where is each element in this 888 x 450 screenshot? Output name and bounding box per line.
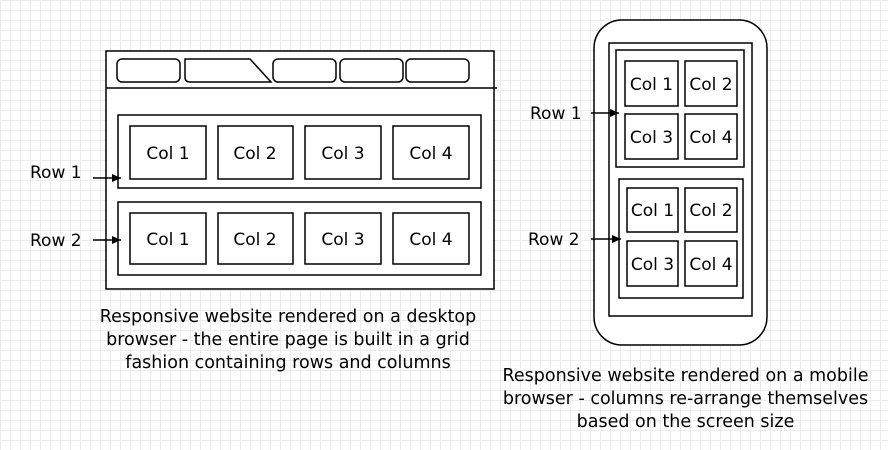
mobile-row-2-col-3 xyxy=(626,240,679,287)
mobile-row-1-label: Row 1 xyxy=(530,104,582,124)
mobile-row-2-col-2-label: Col 2 xyxy=(689,201,732,221)
mobile-row-1-col-2 xyxy=(684,60,738,107)
desktop-row-2-col-3-label: Col 3 xyxy=(321,230,364,250)
mobile-row-2-col-4-label: Col 4 xyxy=(689,255,732,275)
desktop-row-1-col-3 xyxy=(304,125,382,180)
mobile-row-2-label: Row 2 xyxy=(528,230,580,250)
mobile-row-1-col-1 xyxy=(624,60,679,107)
browser-address-bar xyxy=(184,58,273,83)
mobile-row-2-col-1 xyxy=(626,187,679,233)
desktop-row-1-label: Row 1 xyxy=(30,163,82,183)
desktop-row-2-col-1 xyxy=(129,212,207,265)
desktop-browser: Col 1 Col 2 Col 3 Col 4 Col 1 Col 2 Col … xyxy=(30,50,497,290)
mobile-row-2-col-3-label: Col 3 xyxy=(631,255,674,275)
desktop-row-1-col-4 xyxy=(392,125,470,180)
browser-tab xyxy=(272,58,337,83)
desktop-row-2-label: Row 2 xyxy=(30,231,82,251)
desktop-row-2-col-2-label: Col 2 xyxy=(233,230,276,250)
mobile-row-2-col-1-label: Col 1 xyxy=(631,201,674,221)
desktop-row-1-col-2 xyxy=(217,125,294,180)
desktop-row-2-col-1-label: Col 1 xyxy=(146,230,189,250)
desktop-row-1-col-2-label: Col 2 xyxy=(233,144,276,164)
mobile-caption: Responsive website rendered on a mobile … xyxy=(502,366,869,432)
mobile-row-2-col-2 xyxy=(684,187,738,233)
mobile-row-1-col-3 xyxy=(624,113,679,160)
browser-tab xyxy=(339,58,404,83)
desktop-row-2-col-4-label: Col 4 xyxy=(409,230,452,250)
mobile-row-1-col-3-label: Col 3 xyxy=(630,128,673,148)
mobile-row-1-col-2-label: Col 2 xyxy=(689,75,732,95)
desktop-row-1-col-4-label: Col 4 xyxy=(409,144,452,164)
desktop-row-2-col-4 xyxy=(392,212,470,265)
desktop-caption: Responsive website rendered on a desktop… xyxy=(99,307,477,373)
desktop-row-1-col-1 xyxy=(129,125,207,180)
desktop-row-2-col-3 xyxy=(304,212,382,265)
browser-tab xyxy=(116,58,181,83)
desktop-row-1-col-1-label: Col 1 xyxy=(146,144,189,164)
desktop-row-1-col-3-label: Col 3 xyxy=(321,144,364,164)
mobile-row-1-col-4-label: Col 4 xyxy=(689,128,732,148)
browser-tab xyxy=(405,58,470,83)
mobile-phone: Col 1 Col 2 Col 3 Col 4 Col 1 Col 2 Col … xyxy=(528,19,768,346)
mobile-row-1-col-1-label: Col 1 xyxy=(630,75,673,95)
mobile-row-2-col-4 xyxy=(684,240,738,287)
mobile-row-1-col-4 xyxy=(684,113,738,160)
desktop-row-2-col-2 xyxy=(217,212,294,265)
